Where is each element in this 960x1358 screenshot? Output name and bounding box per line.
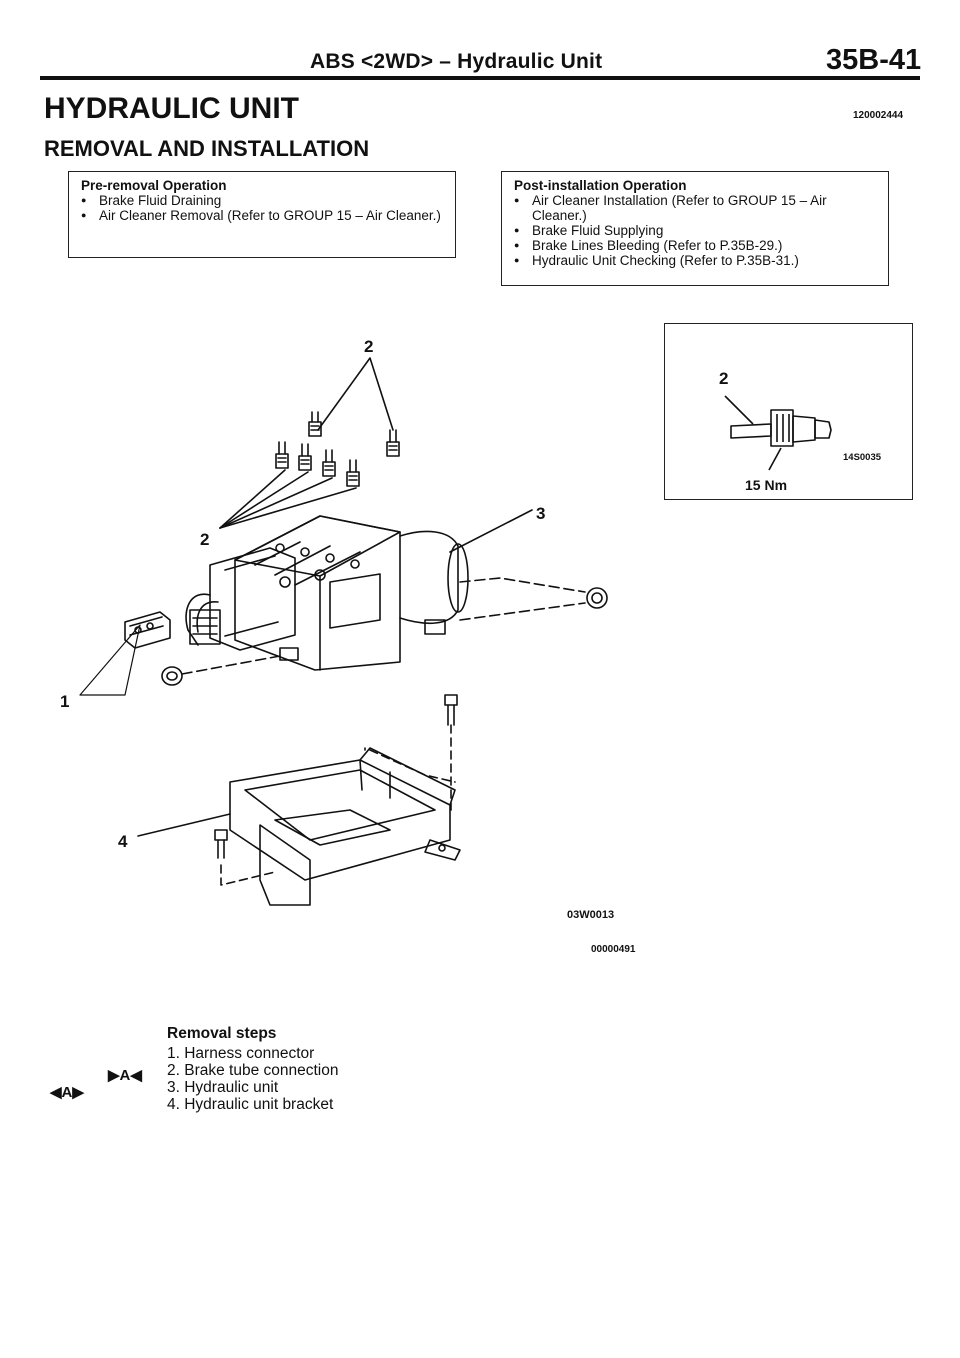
figure-reference: 00000491 <box>591 944 636 955</box>
section-code: 120002444 <box>853 110 904 121</box>
bolt-torque-diagram: 2 15 Nm 14S0035 <box>719 369 882 493</box>
leader-line <box>79 624 141 696</box>
bolt-icon <box>308 411 322 437</box>
bullet-icon: ● <box>81 210 87 220</box>
subsection-title: REMOVAL AND INSTALLATION <box>44 136 370 161</box>
section-title: HYDRAULIC UNIT <box>44 92 299 125</box>
bullet-icon: ● <box>514 225 520 235</box>
post-installation-item: Air Cleaner Installation (Refer to GROUP… <box>532 193 827 223</box>
page-header-title: ABS <2WD> – Hydraulic Unit <box>310 50 603 73</box>
inset-callout: 2 <box>719 369 728 388</box>
torque-value: 15 Nm <box>745 477 787 493</box>
brake-tube-nut <box>459 577 608 621</box>
list-item: ● Air Cleaner Removal (Refer to GROUP 15… <box>81 208 443 223</box>
list-item: 1. Harness connector <box>167 1045 315 1062</box>
leader-line <box>219 469 357 529</box>
pre-removal-box: Pre-removal Operation ● Brake Fluid Drai… <box>68 171 456 258</box>
post-installation-item: Brake Fluid Supplying <box>532 223 664 238</box>
removal-steps: Removal steps 1. Harness connector 2. Br… <box>167 1025 338 1113</box>
pre-removal-title: Pre-removal Operation <box>81 178 227 193</box>
bolt-icon <box>444 694 458 811</box>
bolt-icon <box>214 829 276 886</box>
post-installation-title: Post-installation Operation <box>514 178 687 193</box>
bullet-icon: ● <box>514 195 520 205</box>
post-installation-item: Hydraulic Unit Checking (Refer to P.35B-… <box>532 253 799 268</box>
post-installation-item: Brake Lines Bleeding (Refer to P.35B-29.… <box>532 238 783 253</box>
service-point-mark: ▶A◀ <box>108 1067 142 1084</box>
list-item: 2. Brake tube connection <box>167 1062 339 1079</box>
pre-removal-item: Brake Fluid Draining <box>99 193 222 208</box>
leader-line <box>449 509 533 553</box>
bolt-icon <box>346 459 360 487</box>
post-installation-box: Post-installation Operation ● Air Cleane… <box>501 171 889 286</box>
bullet-icon: ● <box>514 240 520 250</box>
pre-removal-item: Air Cleaner Removal (Refer to GROUP 15 –… <box>99 208 441 223</box>
callout-3: 3 <box>536 504 545 523</box>
hydraulic-unit-diagram: 2 2 3 1 4 <box>60 337 608 906</box>
bullet-icon: ● <box>514 255 520 265</box>
header-rule <box>40 76 920 80</box>
callout-4: 4 <box>118 832 128 851</box>
bolt-icon <box>386 429 400 457</box>
page-number: 35B-41 <box>826 44 922 76</box>
hydraulic-unit-bracket <box>229 747 461 906</box>
callout-2-top: 2 <box>364 337 373 356</box>
figure-code: 03W0013 <box>567 909 615 921</box>
bolt-icon <box>275 441 289 469</box>
list-item: ● Air Cleaner Installation (Refer to GRO… <box>514 193 876 223</box>
list-item: ● Hydraulic Unit Checking (Refer to P.35… <box>514 253 876 268</box>
service-point-mark: ◀A▶ <box>50 1084 84 1101</box>
inset-code: 14S0035 <box>843 452 882 463</box>
callout-1: 1 <box>60 692 69 711</box>
list-item: ● Brake Lines Bleeding (Refer to P.35B-2… <box>514 238 876 253</box>
bullet-icon: ● <box>81 195 87 205</box>
brake-tube-nut <box>161 655 281 686</box>
list-item: 3. Hydraulic unit <box>167 1079 279 1096</box>
removal-steps-title: Removal steps <box>167 1025 277 1042</box>
list-item: ● Brake Fluid Draining <box>81 193 443 208</box>
list-item: 4. Hydraulic unit bracket <box>167 1096 334 1113</box>
hydraulic-unit-body <box>209 515 469 671</box>
bolt-icon <box>730 409 832 447</box>
bolt-icon <box>322 449 336 477</box>
leader-line <box>137 813 231 837</box>
bolt-icon <box>298 443 312 471</box>
leader-line <box>317 357 394 431</box>
torque-inset-box: 2 15 Nm 14S0035 <box>664 323 913 500</box>
callout-2-left: 2 <box>200 530 209 549</box>
list-item: ● Brake Fluid Supplying <box>514 223 876 238</box>
harness-connector <box>124 593 221 649</box>
